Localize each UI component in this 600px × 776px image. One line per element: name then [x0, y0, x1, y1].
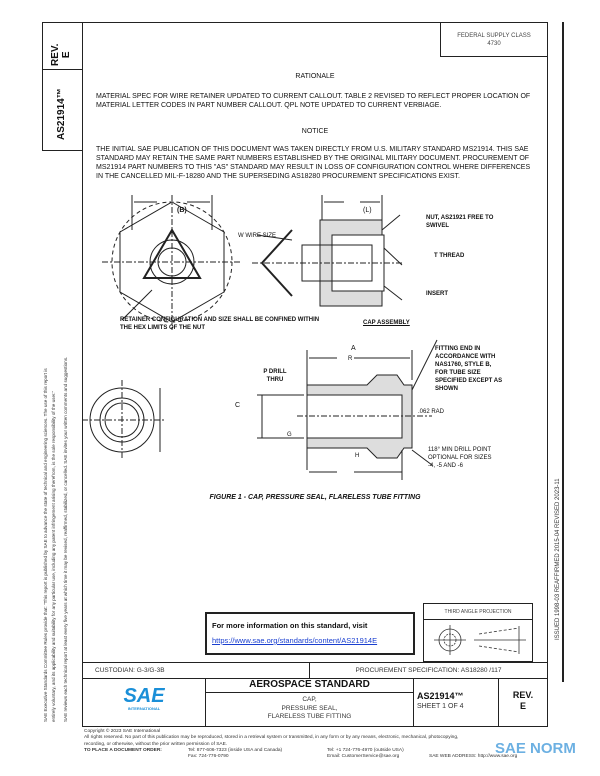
info-box: For more information on this standard, v… — [205, 612, 415, 655]
rationale-heading: RATIONALE — [295, 73, 335, 80]
title-line: PRESSURE SEAL, — [281, 704, 338, 712]
info-text: For more information on this standard, v… — [212, 621, 368, 630]
fsc-label: FEDERAL SUPPLY CLASS — [457, 33, 531, 39]
label-w-wire: W WIRE SIZE — [238, 233, 276, 239]
fsc-value: 4730 — [487, 41, 501, 47]
cap-side-view — [252, 195, 403, 307]
cap-end-view — [102, 195, 242, 330]
logo-cell: SAE INTERNATIONAL — [82, 678, 206, 727]
label-rad: .062 RAD — [418, 409, 445, 415]
side-rev: REV.E — [50, 44, 72, 66]
projection-label: THIRD ANGLE PROJECTION — [424, 604, 532, 620]
disclaimer: SAE Executive Standards Committee Rules … — [42, 357, 70, 722]
label-p-drill: P DRILL THRU — [263, 369, 287, 383]
rights: All rights reserved. No part of this pub… — [84, 735, 459, 741]
notice-text: THE INITIAL SAE PUBLICATION OF THIS DOCU… — [96, 146, 531, 180]
title-line: CAP, — [302, 696, 317, 703]
procurement-cell: PROCUREMENT SPECIFICATION: AS18280 /117 — [309, 662, 548, 679]
disclaimer-line: SAE reviews each technical report at lea… — [63, 356, 68, 722]
footer: Copyright © 2023 SAE International All r… — [84, 729, 554, 761]
order-label: TO PLACE A DOCUMENT ORDER: — [84, 747, 162, 753]
tel-usa: Tel: 877-606-7323 (inside USA and Canada… — [188, 747, 283, 753]
rights: recording, or otherwise, without the pri… — [84, 741, 228, 747]
disclaimer-line: entirely voluntary, and its applicabilit… — [51, 390, 56, 722]
label-r: R — [348, 356, 353, 362]
web-address: SAE WEB ADDRESS: http://www.sae.org — [429, 753, 518, 759]
title-heading-cell: AEROSPACE STANDARD — [205, 678, 414, 693]
doc-number: AS21914™ — [417, 691, 464, 701]
title-cell: CAP,PRESSURE SEAL,FLARELESS TUBE FITTING — [205, 692, 414, 727]
copyright: Copyright © 2023 SAE International — [84, 729, 161, 734]
sae-logo: SAE — [123, 685, 165, 707]
label-h: H — [355, 453, 360, 459]
label-fitting-end: FITTING END IN ACCORDANCE WITH NAS1760, … — [435, 346, 503, 392]
email: Email: CustomerService@sae.org — [327, 753, 400, 759]
notice-heading: NOTICE — [301, 128, 329, 135]
sae-logo-sub: INTERNATIONAL — [127, 706, 161, 711]
info-link[interactable]: https://www.sae.org/standards/content/AS… — [212, 636, 378, 645]
label-insert: INSERT — [426, 291, 449, 297]
doc-number-cell: AS21914™ SHEET 1 OF 4 — [413, 678, 499, 727]
fitting-section-view — [257, 339, 438, 480]
fitting-end-view — [82, 380, 164, 460]
rev-value: E — [519, 701, 526, 711]
revision-history: ISSUED 1998-03 REAFFIRMED 2015-04 REVISE… — [555, 478, 561, 640]
title-line: FLARELESS TUBE FITTING — [267, 713, 352, 720]
outer-frame-line — [562, 22, 564, 682]
label-l: (L) — [363, 207, 372, 214]
projection-box: THIRD ANGLE PROJECTION — [423, 603, 533, 662]
rev-cell: REV.E — [498, 678, 548, 727]
sheet-number: SHEET 1 OF 4 — [417, 703, 464, 710]
figure-caption: FIGURE 1 - CAP, PRESSURE SEAL, FLARELESS… — [209, 494, 421, 501]
label-c: C — [235, 402, 241, 409]
label-thread: T THREAD — [434, 253, 465, 259]
rev-label: REV. — [50, 43, 61, 66]
label-b: (B) — [177, 207, 187, 214]
rev-value: E — [61, 51, 72, 59]
custodian-cell: CUSTODIAN: G-3/G-3B — [82, 662, 310, 679]
disclaimer-line: SAE Executive Standards Committee Rules … — [43, 368, 48, 722]
label-retainer: RETAINER CONFIGURATION AND SIZE SHALL BE… — [120, 317, 320, 331]
watermark: SAE NORM — [495, 740, 576, 757]
federal-supply-class: FEDERAL SUPPLY CLASS 4730 — [440, 22, 548, 57]
rationale-text: MATERIAL SPEC FOR WIRE RETAINER UPDATED … — [96, 93, 531, 109]
label-drill-point: 118° MIN DRILL POINT OPTIONAL FOR SIZES … — [428, 447, 492, 469]
third-angle-projection-icon — [434, 625, 526, 655]
side-doc-number: AS21914™ — [56, 88, 67, 140]
label-cap-assembly: CAP ASSEMBLY — [363, 320, 410, 326]
rev-label: REV. — [512, 690, 534, 700]
label-a: A — [351, 345, 356, 352]
fax: Fax: 724-776-0790 — [188, 753, 229, 759]
tel-outside: Tel: +1 724-776-4970 (outside USA) — [327, 747, 404, 753]
label-nut: NUT, AS21921 FREE TO SWIVEL — [426, 215, 494, 229]
figure-drawing — [82, 195, 438, 480]
label-g: G — [287, 432, 292, 438]
